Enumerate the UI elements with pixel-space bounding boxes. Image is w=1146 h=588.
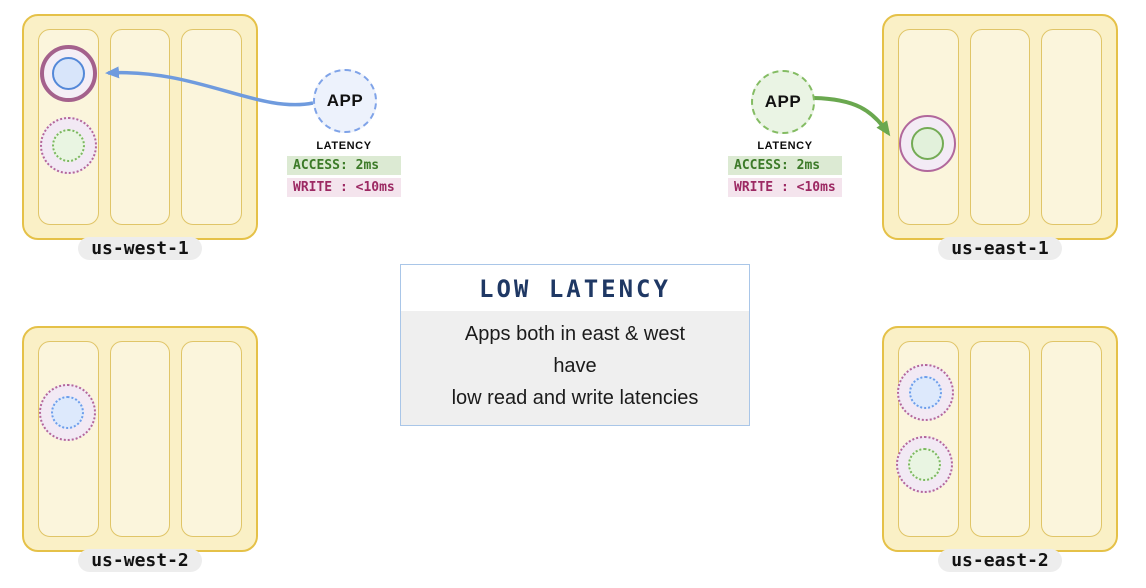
zone-column (969, 341, 1031, 537)
zone-column (181, 341, 243, 537)
region-label-us-east-1: us-east-1 (938, 237, 1062, 260)
zone-column (969, 29, 1031, 225)
zone-column (109, 341, 171, 537)
region-label-us-west-1: us-west-1 (78, 237, 202, 260)
latency-panel-west: LATENCY ACCESS: 2ms WRITE : <10ms (287, 140, 401, 197)
zone-column (1041, 341, 1103, 537)
replica-node-active-green (899, 115, 956, 172)
callout-body: Apps both in east & west have low read a… (401, 311, 749, 425)
latency-title: LATENCY (316, 140, 372, 152)
latency-write-badge: WRITE : <10ms (287, 178, 401, 197)
replica-core-green (52, 129, 85, 162)
replica-node-standby-green (896, 436, 953, 493)
latency-access-badge: ACCESS: 2ms (287, 156, 401, 175)
replica-core-blue (909, 376, 942, 409)
replica-core-green (911, 127, 944, 160)
callout-title: LOW LATENCY (401, 265, 749, 311)
region-box-us-west-2 (22, 326, 258, 552)
latency-title: LATENCY (757, 140, 813, 152)
app-label: APP (326, 91, 364, 110)
app-node-west: APP (313, 69, 377, 133)
region-us-west-1: us-west-1 (22, 14, 258, 260)
region-us-east-2: us-east-2 (882, 326, 1118, 572)
latency-panel-east: LATENCY ACCESS: 2ms WRITE : <10ms (728, 140, 842, 197)
callout-line: low read and write latencies (451, 387, 699, 409)
latency-write-badge: WRITE : <10ms (728, 178, 842, 197)
arrow-app-east-to-replica-icon (813, 96, 891, 137)
region-label-us-west-2: us-west-2 (78, 549, 202, 572)
replica-node-standby-green (40, 117, 97, 174)
app-label: APP (764, 92, 802, 111)
replica-node-standby-blue (897, 364, 954, 421)
zone-column (109, 29, 171, 225)
callout-line: Apps both in east & west (464, 323, 686, 345)
region-us-west-2: us-west-2 (22, 326, 258, 572)
region-label-us-east-2: us-east-2 (938, 549, 1062, 572)
zone-column (181, 29, 243, 225)
replica-node-standby-blue (39, 384, 96, 441)
zone-column (1041, 29, 1103, 225)
region-box-us-east-1 (882, 14, 1118, 240)
latency-access-badge: ACCESS: 2ms (728, 156, 842, 175)
replica-core-blue (52, 57, 85, 90)
replica-core-blue (51, 396, 84, 429)
callout-line: have (553, 355, 597, 377)
region-box-us-west-1 (22, 14, 258, 240)
region-box-us-east-2 (882, 326, 1118, 552)
low-latency-callout: LOW LATENCY Apps both in east & west hav… (400, 264, 750, 426)
replica-node-active-blue (40, 45, 97, 102)
replica-core-green (908, 448, 941, 481)
region-us-east-1: us-east-1 (882, 14, 1118, 260)
app-node-east: APP (751, 70, 815, 134)
